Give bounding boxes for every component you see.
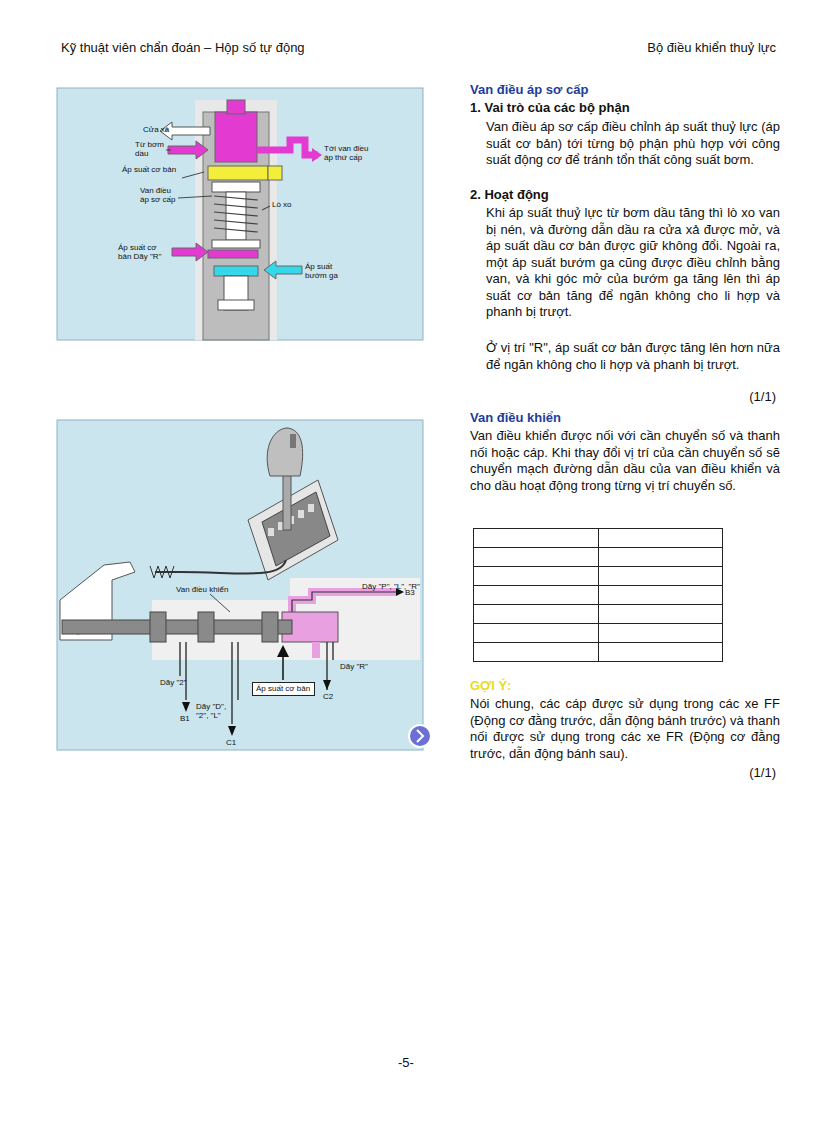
body-text: Van điều áp sơ cấp điều chỉnh áp suất th… <box>486 119 780 169</box>
section-title: Van điều khiển <box>470 410 780 427</box>
part-label: Dãy "2" <box>160 678 200 687</box>
empty-table <box>473 528 723 662</box>
part-label: Áp suất cơ bản <box>122 165 182 174</box>
part-label: Áp suất cơ bản Dãy "R" <box>118 243 172 261</box>
regulator-valve-figure <box>57 88 423 340</box>
section-title: Van điều áp sơ cấp <box>470 82 780 99</box>
part-label: B3 <box>405 588 421 597</box>
page-header: Bộ điều khiển thuỷ lực <box>647 40 776 57</box>
part-label: Dãy "R" <box>340 662 380 671</box>
page-count: (1/1) <box>749 389 776 406</box>
part-label: Từ bơm dầu <box>135 140 169 158</box>
part-label: Lò xo <box>272 200 302 209</box>
part-label: Cửa xả <box>143 125 183 134</box>
hint-heading: GỢI Ý: <box>470 678 780 695</box>
part-label: Van điều khiển <box>176 585 236 594</box>
part-label: Tới van điều áp thứ cấp <box>324 144 374 162</box>
box-label: Áp suất cơ bản <box>256 684 311 694</box>
subheading: 2. Hoạt động <box>470 187 780 204</box>
page-count: (1/1) <box>749 765 776 782</box>
body-text: Nói chung, các cáp được sử dụng trong cá… <box>470 696 780 762</box>
part-label: Van điều áp sơ cấp <box>140 186 178 204</box>
pressure-box: Áp suất cơ bản <box>252 682 315 696</box>
part-label: C1 <box>226 738 246 747</box>
page-number: -5- <box>398 1055 438 1072</box>
body-text: Khi áp suất thuỷ lực từ bơm dầu tăng thì… <box>486 205 780 321</box>
body-text: Ở vị trí "R", áp suất cơ bản được tăng l… <box>486 340 780 373</box>
body-text: Van điều khiển được nối với cần chuyển s… <box>470 428 780 494</box>
part-label: Dãy "D", "2", "L" <box>196 702 236 720</box>
part-label: Áp suất bướm ga <box>305 262 349 280</box>
page-header: Kỹ thuật viên chẩn đoán – Hộp số tự động <box>61 40 381 57</box>
part-label: C2 <box>323 692 343 701</box>
subheading: 1. Vai trò của các bộ phận <box>470 100 780 117</box>
manual-valve-figure <box>57 420 431 750</box>
